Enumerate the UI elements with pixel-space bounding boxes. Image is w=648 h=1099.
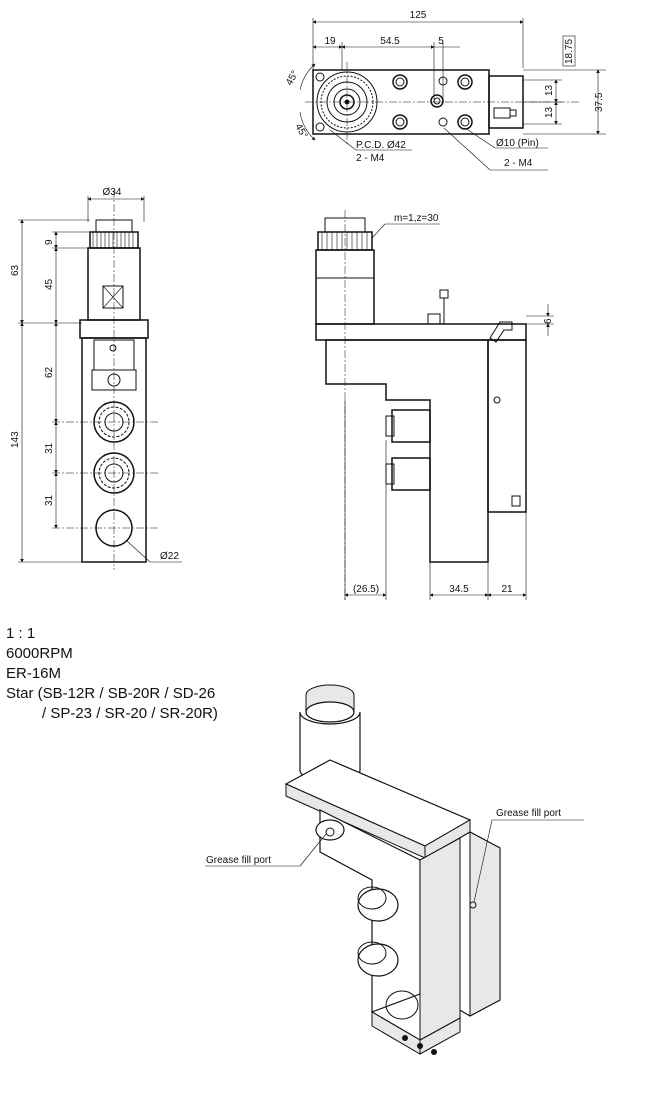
angle-45-top: 45° (284, 69, 301, 88)
spec-rpm: 6000RPM (6, 645, 73, 662)
side-view: m=1,z=30 6 (26.5) (315, 210, 554, 600)
grease-port-left: Grease fill port (206, 855, 271, 866)
dim-26-5: (26.5) (353, 584, 379, 595)
dim-45: 45 (44, 278, 55, 290)
dim-54-5: 54.5 (380, 36, 400, 47)
spec-scale: 1 : 1 (6, 625, 36, 642)
dim-18-75: 18.75 (564, 39, 575, 64)
dim-31-lower: 31 (44, 494, 55, 506)
dim-13-lower: 13 (544, 106, 555, 118)
dim-21: 21 (501, 584, 513, 595)
spec-collet: ER-16M (6, 665, 62, 682)
dia-22: Ø22 (160, 551, 179, 562)
pcd-label: P.C.D. Ø42 (356, 140, 406, 151)
dim-143: 143 (10, 431, 21, 448)
dim-31-upper: 31 (44, 442, 55, 454)
dim-6: 6 (543, 318, 554, 324)
pin-label: Ø10 (Pin) (496, 138, 539, 149)
dim-62: 62 (44, 366, 55, 378)
dim-19: 19 (324, 36, 336, 47)
dim-13-upper: 13 (544, 84, 555, 96)
dim-125: 125 (410, 10, 427, 21)
dia-34: Ø34 (103, 187, 122, 198)
dim-5: 5 (438, 36, 444, 47)
front-view: Ø34 (10, 187, 182, 570)
dim-34-5: 34.5 (449, 584, 469, 595)
dim-37-5: 37.5 (594, 92, 605, 112)
m4-right-label: 2 - M4 (504, 158, 533, 169)
spec-machine-1: Star (SB-12R / SB-20R / SD-26 (6, 685, 216, 702)
isometric-view: Grease fill port Grease fill port (205, 684, 584, 1055)
dim-63: 63 (10, 264, 21, 276)
grease-port-right: Grease fill port (496, 808, 561, 819)
spec-machine-2: / SP-23 / SR-20 / SR-20R) (42, 705, 218, 722)
spec-block: 1 : 1 6000RPM ER-16M Star (SB-12R / SB-2… (6, 624, 218, 724)
gear-spec: m=1,z=30 (394, 213, 439, 224)
dim-9: 9 (44, 239, 55, 245)
top-view: 125 19 54.5 5 18.75 (284, 10, 606, 171)
angle-45-bottom: 45° (292, 122, 309, 141)
m4-left-label: 2 - M4 (356, 153, 385, 164)
